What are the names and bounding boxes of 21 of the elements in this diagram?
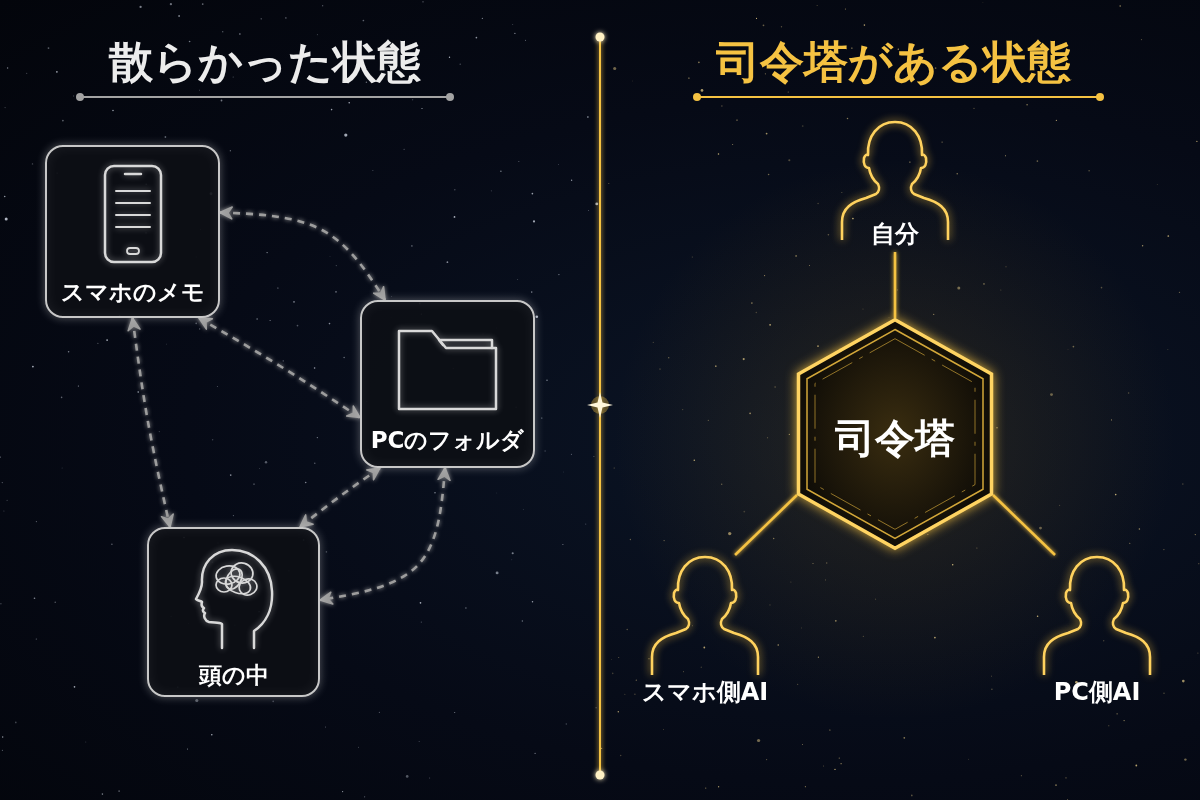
connector-line <box>992 494 1056 556</box>
node-label: 自分 <box>871 221 919 249</box>
dashed-double-arrow <box>299 466 381 529</box>
dashed-double-arrow <box>219 206 387 301</box>
dashed-double-arrow <box>198 316 361 419</box>
icon-card <box>147 527 320 697</box>
node-label: 司令塔 <box>835 415 955 461</box>
connector-line <box>893 252 897 318</box>
connector-line <box>734 494 798 556</box>
section-heading: 司令塔がある状態 <box>715 36 1071 88</box>
node-label: PC側AI <box>1053 679 1141 707</box>
node-label: スマホ側AI <box>641 679 769 707</box>
dashed-double-arrow <box>319 467 451 605</box>
icon-card <box>45 145 220 318</box>
dashed-double-arrow <box>127 317 174 528</box>
icon-card <box>360 300 535 468</box>
node-label: 頭の中 <box>198 661 269 689</box>
node-label: PCのフォルダ <box>370 426 525 454</box>
section-heading: 散らかった状態 <box>109 36 421 88</box>
node-label: スマホのメモ <box>60 278 205 306</box>
hexagon-node <box>797 318 993 550</box>
